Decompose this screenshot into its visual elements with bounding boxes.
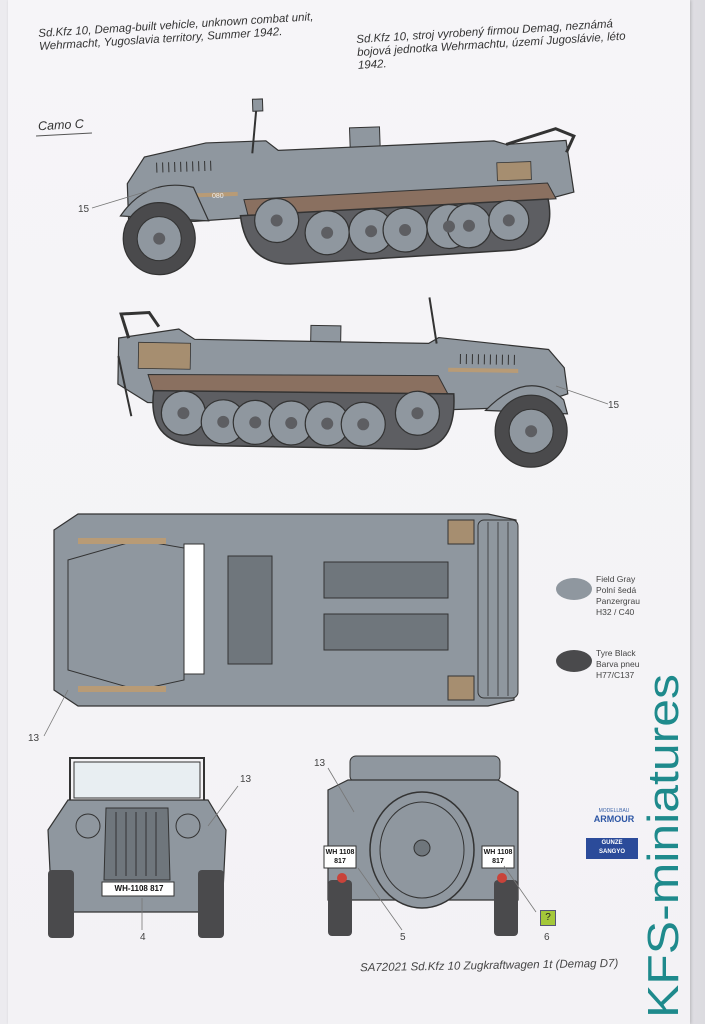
leader-line <box>91 187 159 209</box>
kfs-miniatures-watermark: KFS-miniatures <box>639 674 688 1018</box>
legend-field-gray: Field Gray Polní šedá Panzergrau H32 / C… <box>596 574 640 617</box>
rear-plate-left: WH 1108 817 <box>325 849 355 865</box>
question-mark-icon: ? <box>540 910 556 926</box>
front-plate: WH-1108 817 <box>114 884 164 893</box>
armour-logo: MODELLBAU ARMOUR <box>593 808 635 824</box>
callout-13-front-view: 13 <box>240 774 252 785</box>
swatch-field-gray <box>556 578 592 600</box>
legend-tyre-black: Tyre Black Barva pneu H77/C137 <box>596 648 640 680</box>
top-view <box>43 513 519 737</box>
callout-4-front-view: 4 <box>140 932 146 943</box>
callout-13-top-view: 13 <box>28 733 40 744</box>
callout-15-left-view: 15 <box>78 204 90 215</box>
front-view <box>47 757 239 938</box>
rear-plate-right: WH 1108 817 <box>483 849 513 865</box>
callout-13-rear-view: 13 <box>314 758 326 769</box>
instruction-sheet: Sd.Kfz 10, Demag-built vehicle, unknown … <box>8 0 690 1024</box>
callout-6-rear-view: 6 <box>544 932 550 943</box>
callout-15-right-view: 15 <box>608 400 620 411</box>
side-view-right-profile <box>117 297 609 468</box>
gunze-sangyo-logo: GUNZE SANGYO <box>586 838 638 859</box>
swatch-tyre-black <box>556 650 592 672</box>
rear-view <box>323 755 537 936</box>
side-number: 080 <box>212 193 224 200</box>
watermark-text: KFS-miniatures <box>639 674 688 1018</box>
side-view-left-profile <box>119 98 576 276</box>
callout-5-rear-view: 5 <box>400 932 406 943</box>
